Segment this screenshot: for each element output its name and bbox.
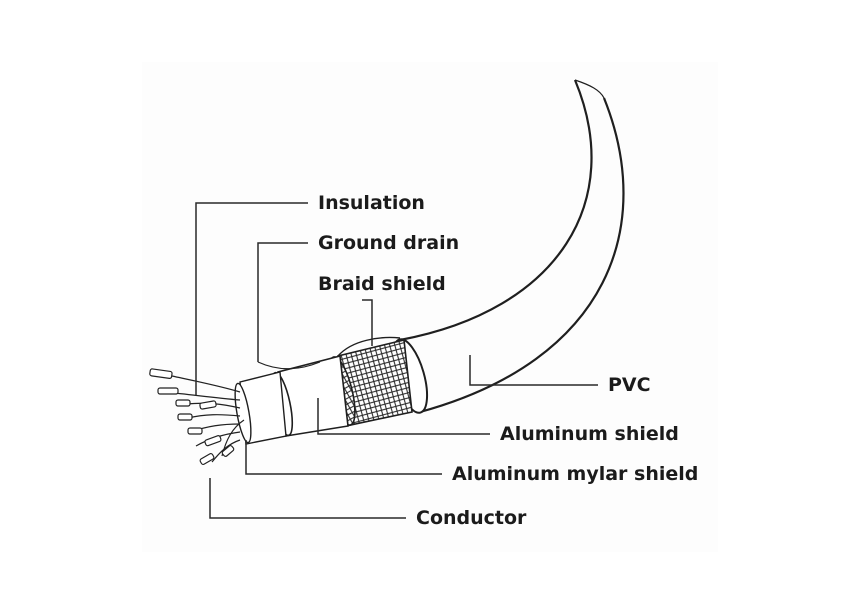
label-aluminum-shield: Aluminum shield — [500, 423, 679, 445]
diagram-panel — [142, 62, 718, 552]
leader-aluminum-shield — [317, 398, 490, 435]
label-insulation: Insulation — [318, 192, 425, 214]
leader-pvc — [469, 355, 598, 386]
conductor-wires — [149, 368, 245, 465]
leader-braid-shield — [362, 299, 373, 346]
label-ground-drain: Ground drain — [318, 232, 460, 254]
label-aluminum-mylar-shield: Aluminum mylar shield — [452, 463, 699, 485]
ground-drain-wire — [257, 361, 321, 370]
leader-insulation — [195, 202, 308, 395]
leader-ground-drain — [257, 242, 308, 362]
label-conductor: Conductor — [416, 507, 527, 529]
leader-conductor — [209, 478, 406, 519]
label-braid-shield: Braid shield — [318, 273, 446, 295]
leader-lines — [195, 202, 598, 519]
label-pvc: PVC — [608, 374, 651, 396]
leader-aluminum-mylar-shield — [245, 440, 442, 475]
